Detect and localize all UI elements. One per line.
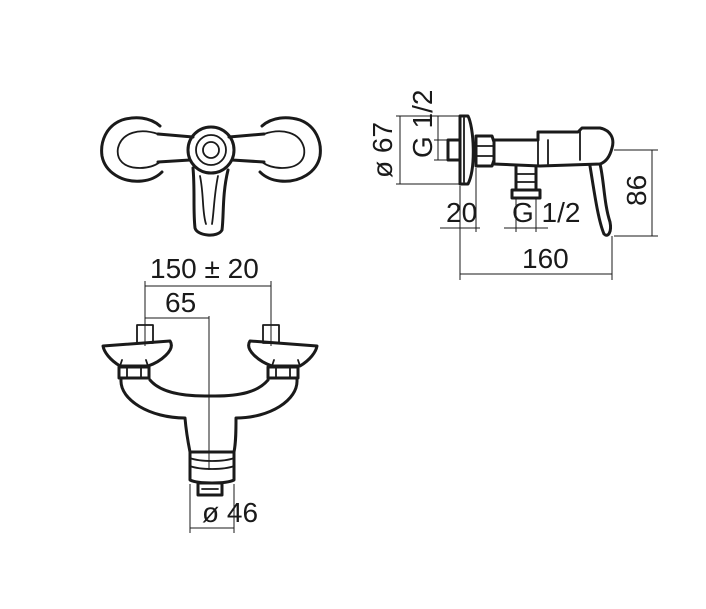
front-left-flange-lines [119, 359, 149, 367]
top-view-cartridge-outer [186, 125, 236, 175]
front-left-nut-facets [126, 366, 142, 379]
front-dimensions: 150 ± 20 65 ø 46 [144, 253, 272, 533]
side-aerator [510, 188, 542, 200]
side-outlet-rings [515, 173, 537, 183]
front-left-nut [117, 365, 151, 380]
top-view-right-flange-inner [261, 130, 306, 169]
side-nut-facets [475, 145, 495, 157]
side-nut [474, 134, 496, 168]
top-view-left-flange-inner [116, 130, 161, 169]
top-view-lever-inner [199, 175, 219, 225]
front-body [119, 378, 299, 454]
top-view [100, 116, 322, 237]
top-view-right-flange [258, 116, 322, 183]
front-view [101, 324, 319, 497]
side-flange [458, 114, 475, 186]
dim-label-g12-inlet: G 1/2 [407, 90, 438, 158]
top-view-left-flange [100, 116, 164, 183]
side-outlet [514, 164, 538, 192]
front-right-flange-lines [271, 359, 301, 367]
side-view [446, 114, 615, 237]
dim-label-86: 86 [621, 175, 652, 206]
side-dimensions: ø 67 G 1/2 20 G 1/2 160 86 [367, 90, 658, 280]
dim-label-46: ø 46 [202, 497, 258, 528]
dim-label-g12-outlet: G 1/2 [512, 197, 580, 228]
front-outlet-rings [189, 457, 235, 470]
front-right-flange [247, 339, 319, 368]
top-view-cartridge-core [202, 141, 220, 159]
side-lever [588, 162, 612, 237]
top-view-cartridge-inner [195, 134, 227, 166]
dim-label-160: 160 [522, 243, 569, 274]
dim-label-67: ø 67 [367, 122, 398, 178]
top-view-body [156, 132, 266, 164]
front-right-nut [266, 365, 300, 380]
dim-label-65: 65 [165, 287, 196, 318]
front-aerator [196, 481, 224, 497]
dim-label-150: 150 ± 20 [150, 253, 259, 284]
front-right-nut-facets [275, 366, 291, 379]
front-left-flange [101, 339, 173, 368]
side-inlet-pipe [446, 138, 462, 162]
dim-label-20: 20 [446, 197, 477, 228]
top-view-lever [191, 166, 230, 237]
side-body-lines [537, 129, 581, 167]
side-body [492, 126, 615, 168]
